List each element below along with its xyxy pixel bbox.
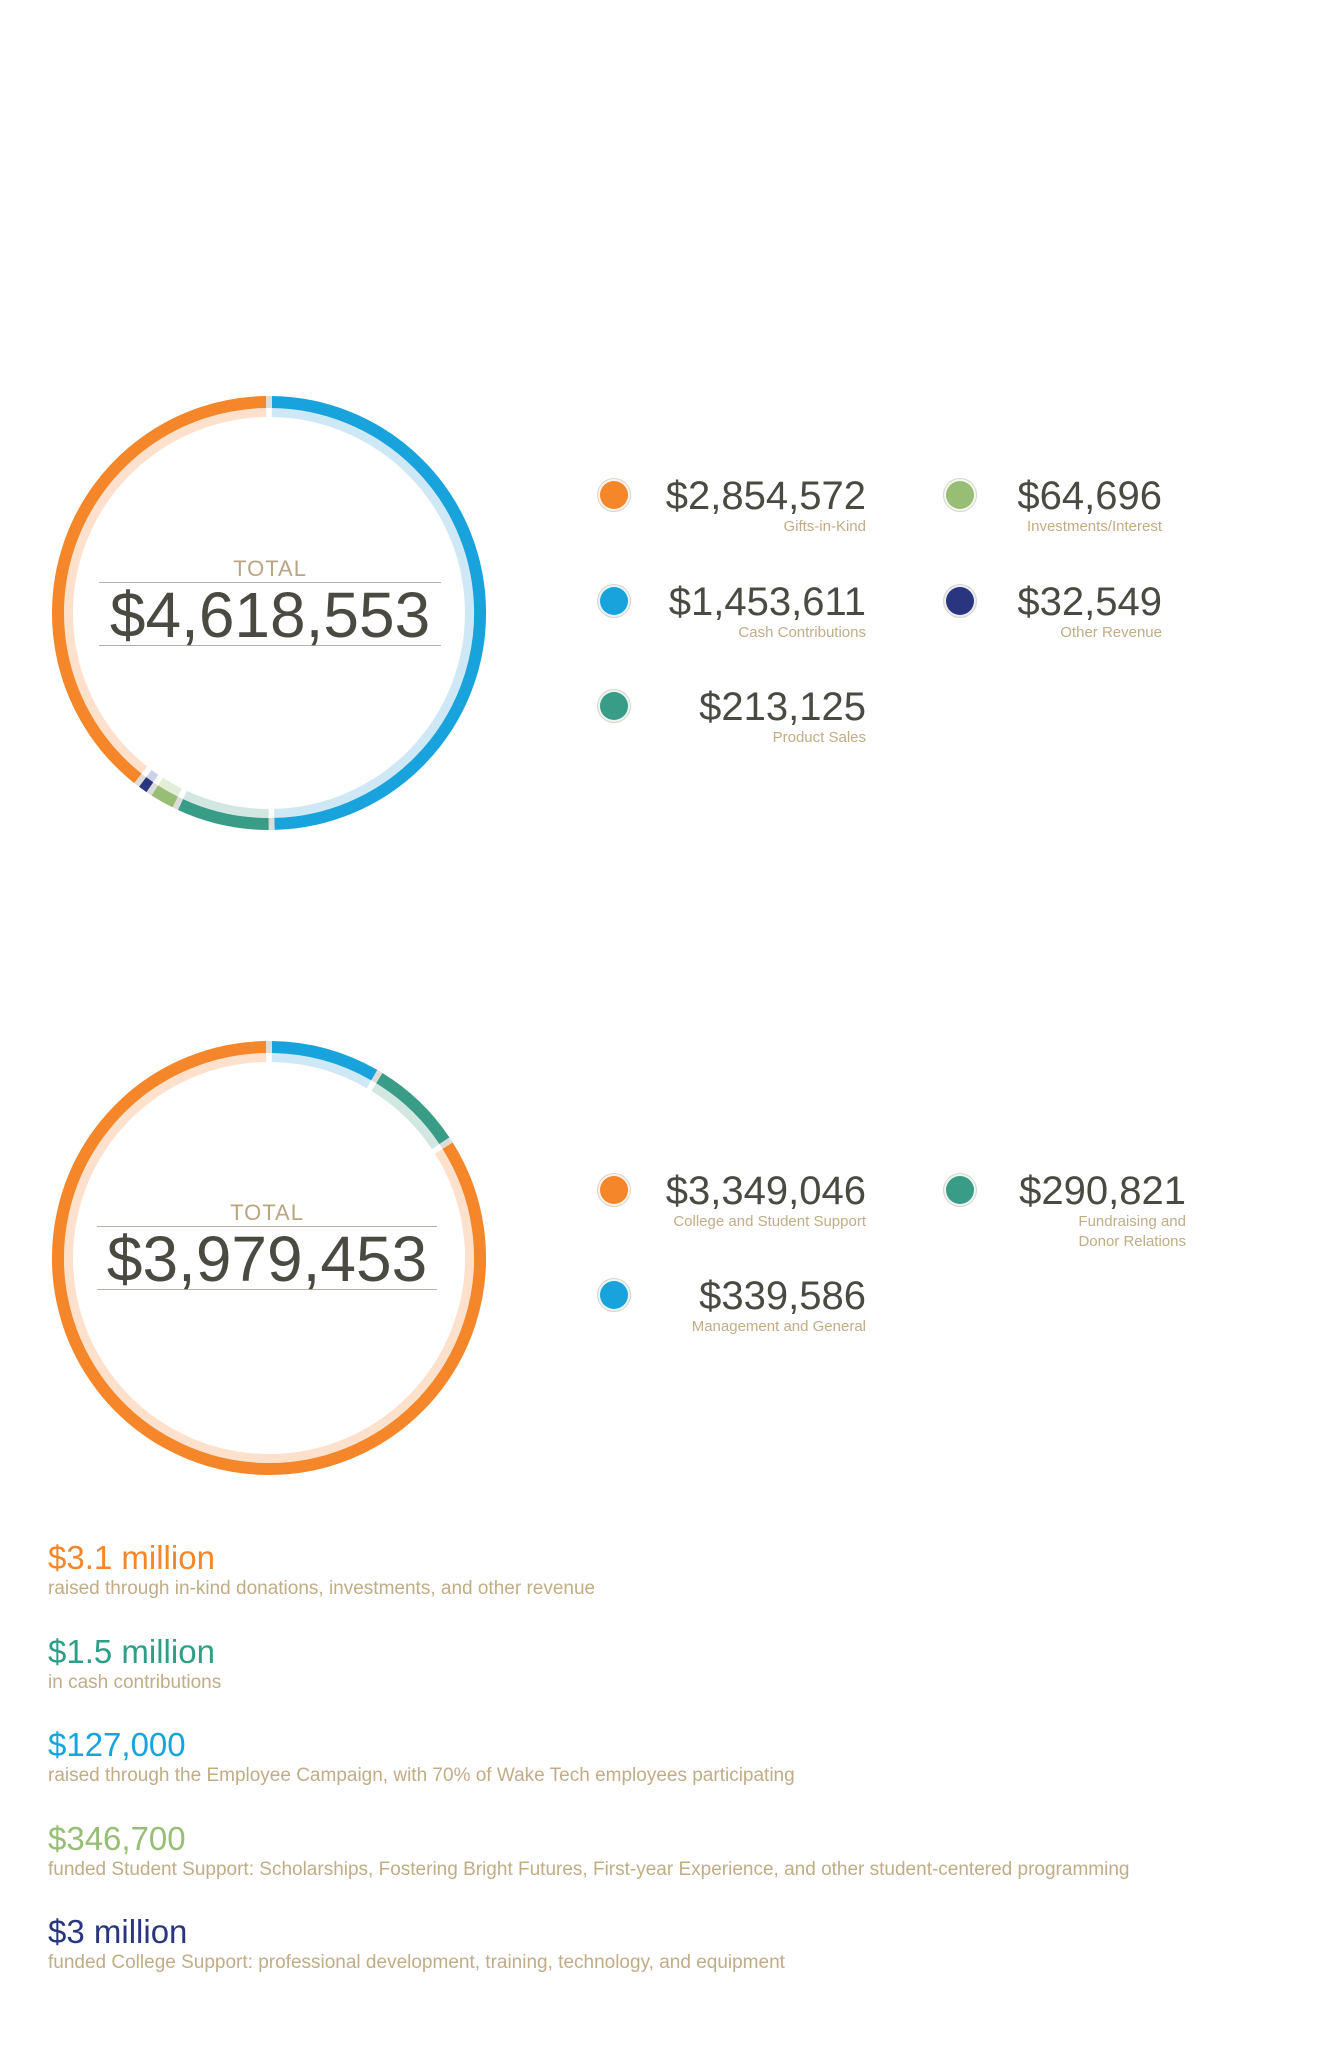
legend-item-product-sales: $213,125 Product Sales (598, 686, 866, 756)
highlight-item: $346,700 funded Student Support: Scholar… (48, 1820, 1129, 1882)
legend-value: $290,821 (1019, 1169, 1186, 1213)
highlight-value: $1.5 million (48, 1633, 215, 1670)
donut-gap (172, 796, 184, 811)
legend-dot-gifts-in-kind (598, 479, 630, 511)
donut-slice-inner-management-and-general (271, 1053, 372, 1089)
highlight-description: in cash contributions (48, 1672, 222, 1693)
legend-item-fundraising-donor-relations: $290,821 Fundraising and Donor Relations (944, 1170, 1186, 1260)
expenses-total-rule-top (97, 1226, 437, 1227)
donut-slice-cash-contributions (271, 396, 487, 830)
highlight-description: funded Student Support: Scholarships, Fo… (48, 1859, 1130, 1880)
donut-slice-investments-interest (151, 785, 178, 808)
revenue-donut-chart (46, 390, 492, 836)
expenses-total-block: TOTAL $3,979,453 (97, 1200, 437, 1295)
legend-label: Gifts-in-Kind (783, 518, 866, 535)
legend-label: College and Student Support (673, 1213, 866, 1230)
donut-gap (134, 773, 147, 787)
legend-value: $3,349,046 (665, 1169, 866, 1213)
donut-slice-product-sales (178, 799, 269, 830)
expenses-total-label: TOTAL (230, 1200, 304, 1225)
expenses-donut-chart (46, 1035, 492, 1481)
revenue-total-label: TOTAL (233, 556, 307, 581)
legend-item-gifts-in-kind: $2,854,572 Gifts-in-Kind (598, 475, 866, 545)
highlight-item: $127,000 raised through the Employee Cam… (48, 1726, 795, 1788)
highlight-value: $127,000 (48, 1726, 186, 1763)
expenses-total-value: $3,979,453 (106, 1223, 428, 1295)
legend-item-other-revenue: $32,549 Other Revenue (944, 581, 1162, 651)
donut-slice-management-and-general (271, 1041, 378, 1081)
donut-slice-inner-cash-contributions (271, 408, 474, 818)
legend-label: Fundraising and Donor Relations (1078, 1213, 1186, 1250)
highlight-item: $1.5 million in cash contributions (48, 1633, 221, 1695)
legend-label: Other Revenue (1060, 624, 1162, 641)
legend-item-investments-interest: $64,696 Investments/Interest (944, 475, 1162, 545)
highlight-value: $346,700 (48, 1820, 186, 1857)
legend-value: $1,453,611 (668, 580, 866, 624)
revenue-total-rule-top (99, 582, 441, 583)
legend-dot-fundraising-donor-relations (944, 1174, 976, 1206)
highlight-value: $3.1 million (48, 1539, 215, 1576)
highlight-description: raised through in-kind donations, invest… (48, 1578, 596, 1599)
revenue-donut-svg (52, 395, 487, 831)
highlight-item: $3.1 million raised through in-kind dona… (48, 1539, 595, 1601)
donut-slice-inner-investments-interest (158, 777, 182, 797)
legend-label: Product Sales (772, 729, 866, 746)
donut-gap (146, 782, 159, 796)
highlight-description: funded College Support: professional dev… (48, 1952, 785, 1973)
donut-slice-inner-fundraising-and-donor-relations (371, 1083, 440, 1150)
legend-dot-other-revenue (944, 585, 976, 617)
revenue-total-rule-bottom (99, 645, 441, 646)
legend-value: $339,586 (699, 1274, 866, 1318)
donut-gap (371, 1069, 383, 1084)
highlight-value: $3 million (48, 1913, 188, 1950)
legend-label: Cash Contributions (738, 624, 866, 641)
donut-slice-inner-gifts-in-kind (64, 408, 267, 774)
donut-slice-inner-other-revenue (146, 769, 159, 783)
legend-value: $2,854,572 (665, 474, 866, 518)
expenses-total-rule-bottom (97, 1289, 437, 1290)
revenue-total-block: TOTAL $4,618,553 (99, 556, 441, 651)
legend-dot-cash-contributions (598, 585, 630, 617)
donut-slice-inner-college-and-student-support (64, 1053, 474, 1463)
donut-slice-college-and-student-support (52, 1041, 486, 1475)
revenue-total-value: $4,618,553 (109, 579, 431, 651)
legend-item-college-student-support: $3,349,046 College and Student Support (598, 1170, 866, 1240)
legend-label: Management and General (691, 1318, 866, 1335)
legend-item-management-general: $339,586 Management and General (598, 1275, 866, 1345)
donut-slice-inner-product-sales (183, 790, 269, 818)
legend-value: $213,125 (699, 685, 866, 729)
legend-dot-college-student-support (598, 1174, 630, 1206)
highlight-description: raised through the Employee Campaign, wi… (48, 1765, 795, 1786)
legend-dot-product-sales (598, 690, 630, 722)
legend-item-cash-contributions: $1,453,611 Cash Contributions (598, 581, 866, 651)
expenses-donut-svg (52, 1040, 486, 1475)
highlight-item: $3 million funded College Support: profe… (48, 1913, 785, 1975)
donut-slice-other-revenue (139, 777, 154, 793)
donut-slice-fundraising-and-donor-relations (376, 1073, 450, 1145)
legend-value: $64,696 (1017, 474, 1162, 518)
legend-dot-investments-interest (944, 479, 976, 511)
legend-dot-management-general (598, 1279, 630, 1311)
donut-slice-gifts-in-kind (52, 396, 267, 784)
legend-label: Investments/Interest (1026, 518, 1162, 535)
legend-value: $32,549 (1017, 580, 1162, 624)
donut-gap (439, 1137, 453, 1149)
